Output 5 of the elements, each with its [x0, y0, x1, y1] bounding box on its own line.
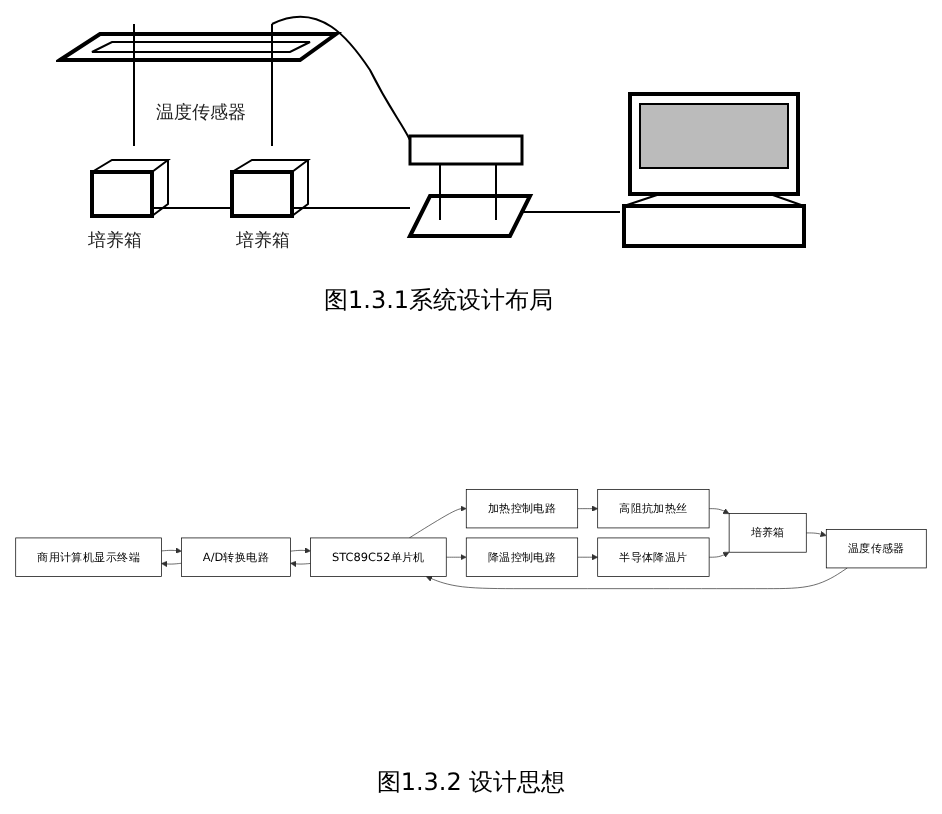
drawing-label: 温度传感器	[156, 101, 246, 126]
drawing-label: 培养箱	[236, 229, 290, 254]
figure-caption: 图1.3.1系统设计布局	[324, 284, 554, 318]
drawing-label: 培养箱	[88, 229, 142, 254]
figure-caption: 图1.3.2 设计思想	[374, 766, 568, 800]
